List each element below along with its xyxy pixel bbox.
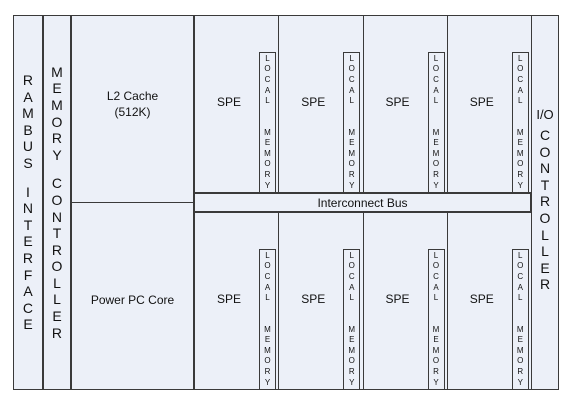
l2-cache-label: L2 Cache (512K) bbox=[106, 89, 159, 119]
power-pc-core-block bbox=[71, 202, 194, 390]
spe-label: SPE bbox=[385, 95, 410, 109]
power-pc-core-label: Power PC Core bbox=[90, 293, 175, 307]
l2-cache-block bbox=[71, 15, 194, 203]
spe-label: SPE bbox=[469, 95, 494, 109]
spe-label: SPE bbox=[301, 292, 326, 306]
io-controller-block bbox=[531, 15, 559, 390]
interconnect-bus bbox=[194, 193, 531, 212]
spe-label: SPE bbox=[469, 292, 494, 306]
spe-label: SPE bbox=[301, 95, 326, 109]
spe-label: SPE bbox=[216, 292, 241, 306]
interconnect-bus-label: Interconnect Bus bbox=[317, 196, 408, 210]
spe-label: SPE bbox=[216, 95, 241, 109]
spe-label: SPE bbox=[385, 292, 410, 306]
